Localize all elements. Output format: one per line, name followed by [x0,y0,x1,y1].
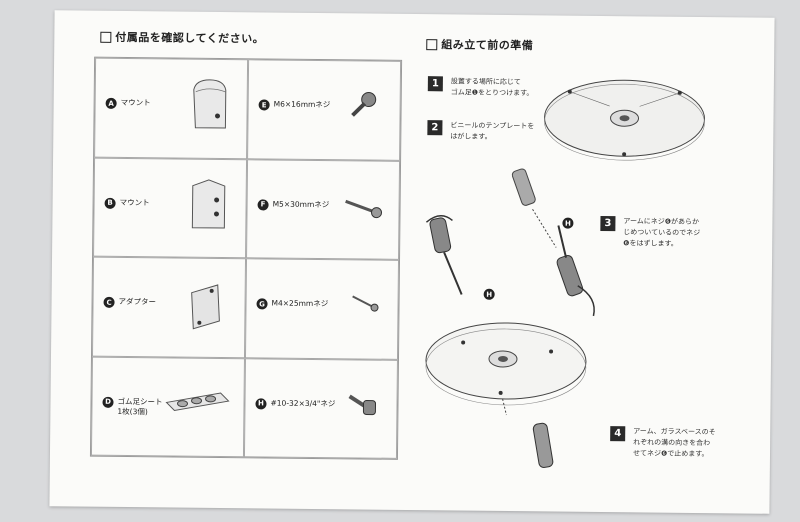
rubber-feet-sheet-icon [165,391,230,411]
part-cell-d: D ゴム足シート 1枚(3個) [90,356,245,458]
letter-badge: A [105,97,117,109]
mount-b-icon [191,178,226,229]
letter-badge: F [257,198,269,210]
part-name: ゴム足シート [117,396,163,406]
checkbox-icon [100,31,112,43]
arm-and-screwdriver-illustration [511,168,595,317]
letter-badge: G [256,298,268,310]
part-name: マウント [120,97,151,108]
part-cell-g: G M4×25mmネジ [244,258,400,360]
step-4: 4 アーム、ガラスベースのそ れぞれの溝の向きを合わ せてネジ❻で止めます。 [610,426,716,460]
step-1: 1 設置する場所に応じて ゴム足❶をとりつけます。 [427,76,534,99]
callout-h-badge: H [562,217,574,229]
part-cell-c: C アダプター [91,256,247,358]
letter-badge: E [258,99,270,111]
part-name: #10-32×3/4"ネジ [270,398,336,408]
letter-badge: H [255,397,267,409]
adapter-plate-icon [191,284,220,330]
part-quantity: 1枚(3個) [117,406,148,416]
step-2: 2 ビニールのテンプレートを はがします。 [427,120,534,143]
part-cell-b: B マウント [93,157,248,259]
thin-screw-icon [352,295,379,312]
thumb-screw-icon [348,394,377,415]
glass-base-bottom-illustration [425,322,587,416]
short-screw-icon [351,92,377,117]
step-number: 4 [610,426,626,442]
part-cell-e: E M6×16mmネジ [247,59,402,161]
callout-h-badge: H [483,288,495,300]
checkbox-icon [426,38,438,50]
part-cell-h: H #10-32×3/4"ネジ [243,357,398,459]
parts-heading: 付属品を確認してください。 [100,29,264,47]
screwdriver-left-icon [425,215,463,295]
step-number: 2 [427,120,443,136]
preparation-heading: 組み立て前の準備 [426,36,533,53]
part-name: アダプター [118,296,157,307]
letter-badge: C [103,296,115,308]
part-name: M5×30mmネジ [272,199,330,209]
letter-badge: B [104,197,116,209]
glass-base-top-illustration [544,79,706,161]
mount-a-icon [193,79,227,129]
part-cell-f: F M5×30mmネジ [246,158,401,260]
bottom-arm-icon [532,422,554,468]
letter-badge: D [102,396,114,408]
long-screw-icon [345,199,383,218]
part-name: M6×16mmネジ [273,99,331,110]
part-cell-a: A マウント [94,57,249,159]
part-name: M4×25mmネジ [271,298,329,309]
step-number: 1 [427,76,443,92]
part-name: マウント [119,197,150,207]
instruction-sheet: 付属品を確認してください。 組み立て前の準備 A マウント E M6×16mmネ… [49,10,775,514]
parts-table: A マウント E M6×16mmネジ B マウント [89,56,403,460]
